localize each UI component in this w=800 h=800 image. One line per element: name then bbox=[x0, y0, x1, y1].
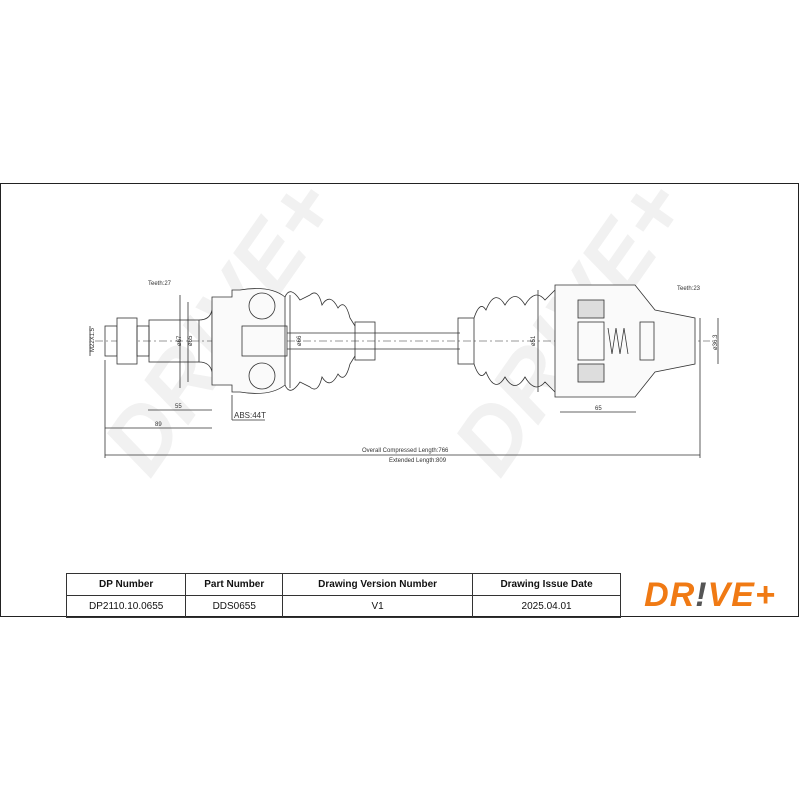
dim-65: 65 bbox=[595, 406, 602, 412]
teeth-right-label: Teeth:23 bbox=[677, 286, 701, 292]
dim-89: 89 bbox=[155, 422, 162, 428]
teeth-left-label: Teeth:27 bbox=[148, 281, 172, 287]
logo-text-b: ! bbox=[695, 576, 708, 614]
dp-number-value: DP2110.10.0655 bbox=[65, 595, 187, 618]
logo-text-a: DR bbox=[644, 576, 696, 614]
logo-text-c: VE+ bbox=[707, 576, 776, 614]
shaft-geometry bbox=[89, 284, 719, 458]
part-number-value: DDS0655 bbox=[185, 595, 284, 618]
dimension-labels: Teeth:27 M22X1.5 ø67 ø65 ø66 ABS:44T 55 … bbox=[90, 281, 719, 464]
d67-label: ø67 bbox=[177, 335, 183, 346]
d51-label: ø51 bbox=[531, 335, 537, 346]
thread-label: M22X1.5 bbox=[90, 327, 96, 352]
drawing-version-value: V1 bbox=[282, 595, 474, 618]
overall-length: Overall Compressed Length:766 bbox=[362, 448, 449, 454]
issue-date-value: 2025.04.01 bbox=[472, 595, 621, 618]
header-drawing-version: Drawing Version Number bbox=[282, 573, 474, 596]
dim-55: 55 bbox=[175, 404, 182, 410]
header-dp-number: DP Number bbox=[65, 573, 187, 596]
abs-label: ABS:44T bbox=[234, 411, 266, 420]
header-part-number: Part Number bbox=[185, 573, 284, 596]
extended-length: Extended Length:809 bbox=[389, 458, 447, 464]
d66-label: ø66 bbox=[297, 335, 303, 346]
brand-logo: DR!VE+ bbox=[621, 574, 799, 617]
header-issue-date: Drawing Issue Date bbox=[472, 573, 621, 596]
d65-label: ø65 bbox=[188, 335, 194, 346]
title-block: DP Number Part Number Drawing Version Nu… bbox=[65, 573, 621, 618]
d363-label: ø36.3 bbox=[713, 334, 719, 350]
